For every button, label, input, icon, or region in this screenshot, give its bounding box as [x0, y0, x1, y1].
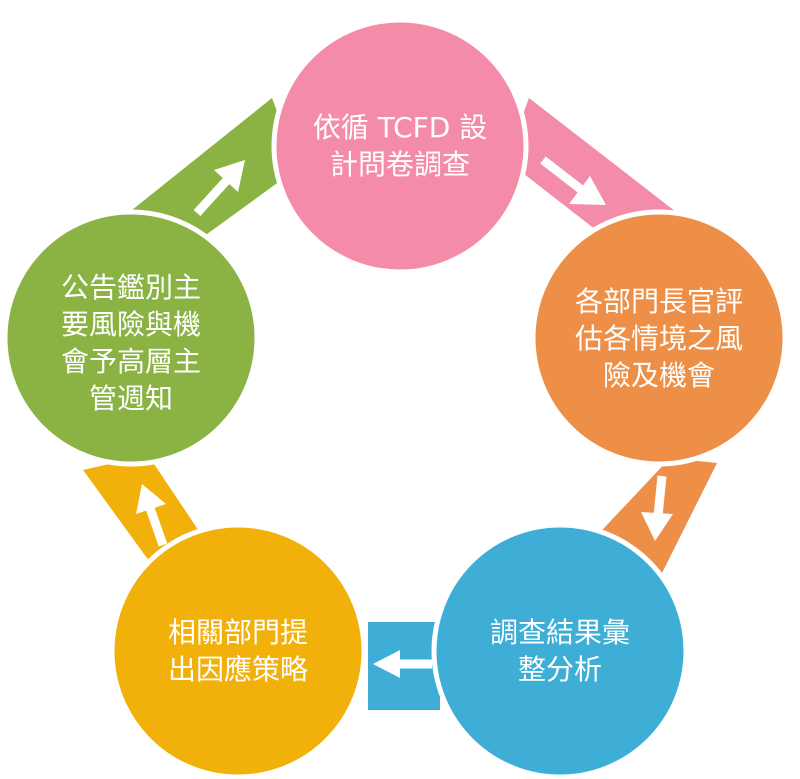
step-3-line-2: 整分析: [517, 653, 602, 686]
step-circle-5: [2, 209, 260, 467]
step-label-3: 調查結果彙 整分析: [450, 591, 670, 711]
step-1-line-2: 計問卷調查: [329, 148, 470, 181]
arrow-icon-3: [373, 650, 432, 678]
arrow-icon-5: [193, 160, 245, 217]
step-label-1: 依循 TCFD 設 計問卷調查: [290, 86, 510, 206]
step-circle-1: [271, 17, 529, 275]
step-5-line-3: 會予高層主: [60, 345, 201, 378]
step-5-line-2: 要風險與機: [60, 308, 201, 341]
step-label-4: 相關部門提 出因應策略: [128, 591, 348, 711]
step-circle-2: [530, 209, 788, 467]
step-2-line-1: 各部門長官評: [574, 284, 743, 318]
step-2-line-2: 估各情境之風: [574, 321, 743, 355]
step-circle-3: [431, 522, 689, 779]
step-circle-4: [109, 522, 367, 779]
step-label-2: 各部門長官評 估各情境之風 險及機會: [549, 278, 769, 398]
step-5-line-4: 管週知: [88, 382, 173, 415]
step-3-line-1: 調查結果彙: [489, 616, 630, 649]
step-2-line-3: 險及機會: [602, 358, 715, 392]
connector-green: [132, 98, 298, 250]
arrow-icon-1: [540, 156, 606, 205]
step-5-line-1: 公告鑑別主: [60, 271, 201, 304]
arrow-icon-4: [136, 484, 168, 547]
arrow-icon-2: [641, 475, 673, 541]
step-4-line-2: 出因應策略: [167, 653, 308, 686]
step-label-5: 公告鑑別主 要風險與機 會予高層主 管週知: [21, 268, 241, 418]
step-4-line-1: 相關部門提: [167, 616, 308, 649]
step-1-line-1: 依循 TCFD 設: [312, 111, 488, 144]
